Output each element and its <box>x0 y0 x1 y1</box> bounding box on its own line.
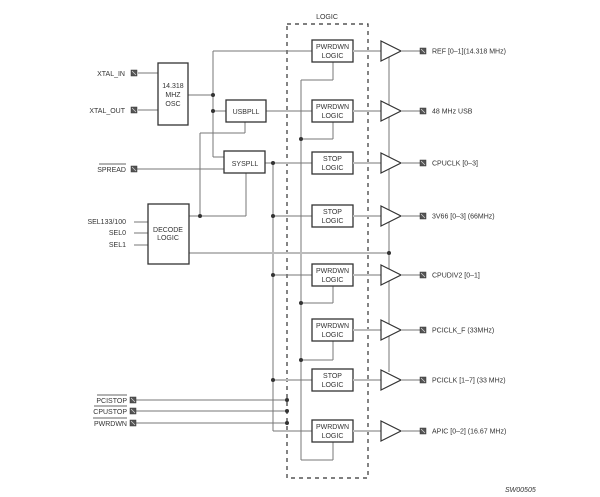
output-row: PWRDWN LOGIC 48 MHz USB <box>311 99 473 123</box>
input-sel133-100: SEL133/100 <box>87 219 126 226</box>
pin-cpustop-icon <box>129 407 137 415</box>
logic-block: PWRDWN LOGIC <box>311 419 354 443</box>
svg-text:STOP: STOP <box>323 373 342 380</box>
svg-text:DECODE: DECODE <box>153 227 183 234</box>
output-row: PWRDWN LOGIC PCICLK_F (33MHz) <box>311 318 494 342</box>
input-cpustop: CPUSTOP <box>93 409 127 416</box>
output-label: CPUDIV2 [0–1] <box>432 273 480 280</box>
logic-block: STOP LOGIC <box>311 204 354 228</box>
logic-group-label: LOGIC <box>316 14 338 21</box>
output-row: STOP LOGIC 3V66 [0–3] (66MHz) <box>311 204 495 228</box>
output-row: PWRDWN LOGIC CPUDIV2 [0–1] <box>311 263 480 287</box>
svg-text:LOGIC: LOGIC <box>322 277 344 284</box>
logic-block: STOP LOGIC <box>311 151 354 175</box>
output-rows: PWRDWN LOGIC REF [0–1](14.318 MHz) PWRDWN LO… <box>311 39 506 443</box>
logic-group-boundary <box>286 23 369 479</box>
buffer-triangle-icon <box>380 100 403 122</box>
output-label: APIC [0–2] (16.67 MHz) <box>432 429 506 436</box>
output-pin-icon <box>419 427 427 435</box>
svg-text:STOP: STOP <box>323 156 342 163</box>
output-pin-icon <box>419 376 427 384</box>
buffer-triangle-icon <box>380 264 403 286</box>
svg-text:OSC: OSC <box>165 101 180 108</box>
output-row: PWRDWN LOGIC REF [0–1](14.318 MHz) <box>311 39 506 63</box>
usbpll-block: USBPLL <box>225 99 267 123</box>
output-label: 3V66 [0–3] (66MHz) <box>432 214 495 221</box>
svg-text:PWRDWN: PWRDWN <box>316 424 349 431</box>
svg-text:LOGIC: LOGIC <box>322 113 344 120</box>
input-spread: SPREAD <box>97 167 126 174</box>
syspll-block: SYSPLL <box>223 150 266 174</box>
output-label: PCICLK [1–7] (33 MHz) <box>432 378 506 385</box>
pin-xtal-out-icon <box>130 106 138 114</box>
svg-text:LOGIC: LOGIC <box>157 235 179 242</box>
input-pwrdwn: PWRDWN <box>94 421 127 428</box>
buffer-triangle-icon <box>380 420 403 442</box>
output-row: STOP LOGIC PCICLK [1–7] (33 MHz) <box>311 368 506 392</box>
svg-text:LOGIC: LOGIC <box>322 53 344 60</box>
input-xtal-out: XTAL_OUT <box>89 108 125 115</box>
figure-code: SW00505 <box>505 487 536 494</box>
output-pin-icon <box>419 271 427 279</box>
input-xtal-in: XTAL_IN <box>97 71 125 78</box>
logic-block: PWRDWN LOGIC <box>311 99 354 123</box>
buffer-triangle-icon <box>380 319 403 341</box>
inputs: XTAL_IN XTAL_OUT SPREAD SEL133/100 SEL0 … <box>87 69 138 428</box>
pin-pwrdwn-icon <box>129 419 137 427</box>
svg-text:SYSPLL: SYSPLL <box>232 161 259 168</box>
buffer-triangle-icon <box>380 40 403 62</box>
pin-xtal-in-icon <box>130 69 138 77</box>
svg-text:MHZ: MHZ <box>165 92 181 99</box>
buffer-triangle-icon <box>380 152 403 174</box>
svg-text:USBPLL: USBPLL <box>233 109 260 116</box>
svg-text:PWRDWN: PWRDWN <box>316 104 349 111</box>
output-label: 48 MHz USB <box>432 109 473 116</box>
logic-block: PWRDWN LOGIC <box>311 263 354 287</box>
svg-text:LOGIC: LOGIC <box>322 165 344 172</box>
svg-text:LOGIC: LOGIC <box>322 433 344 440</box>
output-pin-icon <box>419 47 427 55</box>
logic-block: STOP LOGIC <box>311 368 354 392</box>
pin-pcistop-icon <box>129 396 137 404</box>
svg-text:LOGIC: LOGIC <box>322 382 344 389</box>
svg-text:LOGIC: LOGIC <box>322 332 344 339</box>
output-row: STOP LOGIC CPUCLK [0–3] <box>311 151 478 175</box>
svg-text:PWRDWN: PWRDWN <box>316 323 349 330</box>
input-sel1: SEL1 <box>109 242 126 249</box>
pin-spread-icon <box>130 165 138 173</box>
svg-text:PWRDWN: PWRDWN <box>316 44 349 51</box>
svg-text:STOP: STOP <box>323 209 342 216</box>
input-pcistop: PCISTOP <box>96 398 127 405</box>
output-row: PWRDWN LOGIC APIC [0–2] (16.67 MHz) <box>311 419 506 443</box>
input-sel0: SEL0 <box>109 230 126 237</box>
wires <box>134 50 390 461</box>
svg-text:14.318: 14.318 <box>162 83 184 90</box>
svg-text:LOGIC: LOGIC <box>322 218 344 225</box>
output-pin-icon <box>419 326 427 334</box>
decode-logic-block: DECODE LOGIC <box>147 203 190 265</box>
output-pin-icon <box>419 107 427 115</box>
osc-block: 14.318 MHZ OSC <box>157 62 189 126</box>
output-label: CPUCLK [0–3] <box>432 161 478 168</box>
svg-text:PWRDWN: PWRDWN <box>316 268 349 275</box>
output-label: PCICLK_F (33MHz) <box>432 328 494 335</box>
buffer-triangle-icon <box>380 369 403 391</box>
junction-nodes <box>198 93 391 425</box>
logic-block: PWRDWN LOGIC <box>311 318 354 342</box>
output-label: REF [0–1](14.318 MHz) <box>432 49 506 56</box>
output-pin-icon <box>419 212 427 220</box>
output-pin-icon <box>419 159 427 167</box>
logic-block: PWRDWN LOGIC <box>311 39 354 63</box>
buffer-triangle-icon <box>380 205 403 227</box>
